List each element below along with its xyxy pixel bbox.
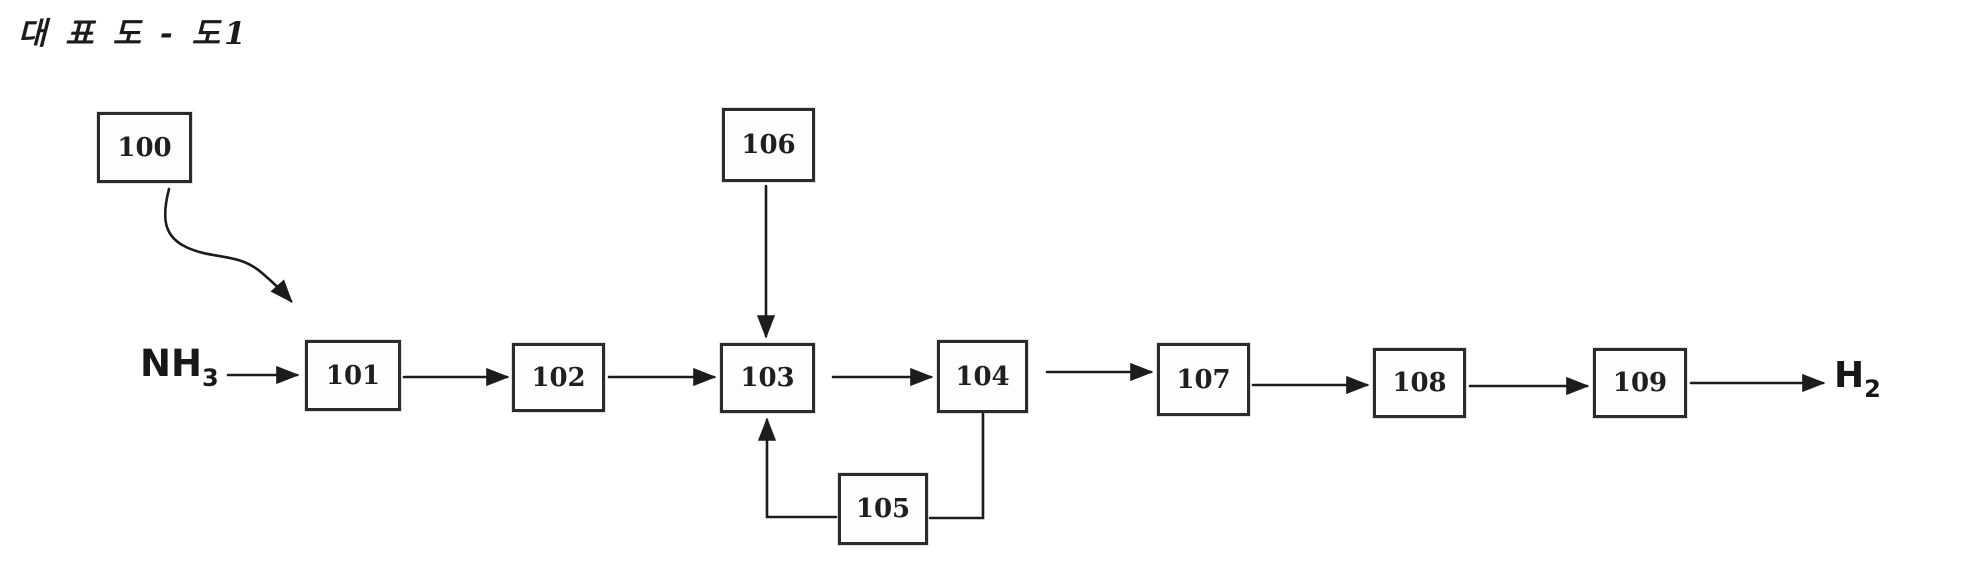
input-label-nh3: NH3: [140, 342, 219, 390]
input-label-main: NH: [140, 342, 202, 385]
flow-box-103: 103: [720, 343, 815, 413]
flow-box-109: 109: [1593, 348, 1687, 418]
flow-box-108: 108: [1373, 348, 1466, 418]
input-label-subscript: 3: [201, 364, 219, 392]
flow-box-105: 105: [838, 473, 928, 545]
flow-box-107: 107: [1157, 343, 1250, 416]
figure-title: 대 표 도 - 도1: [18, 16, 250, 52]
flow-arrow-104-to-105: [928, 412, 985, 520]
flow-box-106: 106: [722, 108, 815, 182]
flow-box-104: 104: [937, 340, 1028, 413]
flow-arrow-105-to-103: [757, 417, 838, 519]
output-label-main: H: [1834, 355, 1865, 396]
curved-pointer-100-to-101: [163, 187, 293, 303]
flow-box-102: 102: [512, 343, 605, 412]
flow-box-100: 100: [97, 112, 192, 183]
output-label-subscript: 2: [1864, 375, 1881, 403]
output-label-h2: H2: [1834, 355, 1881, 401]
flow-box-101: 101: [305, 340, 401, 411]
